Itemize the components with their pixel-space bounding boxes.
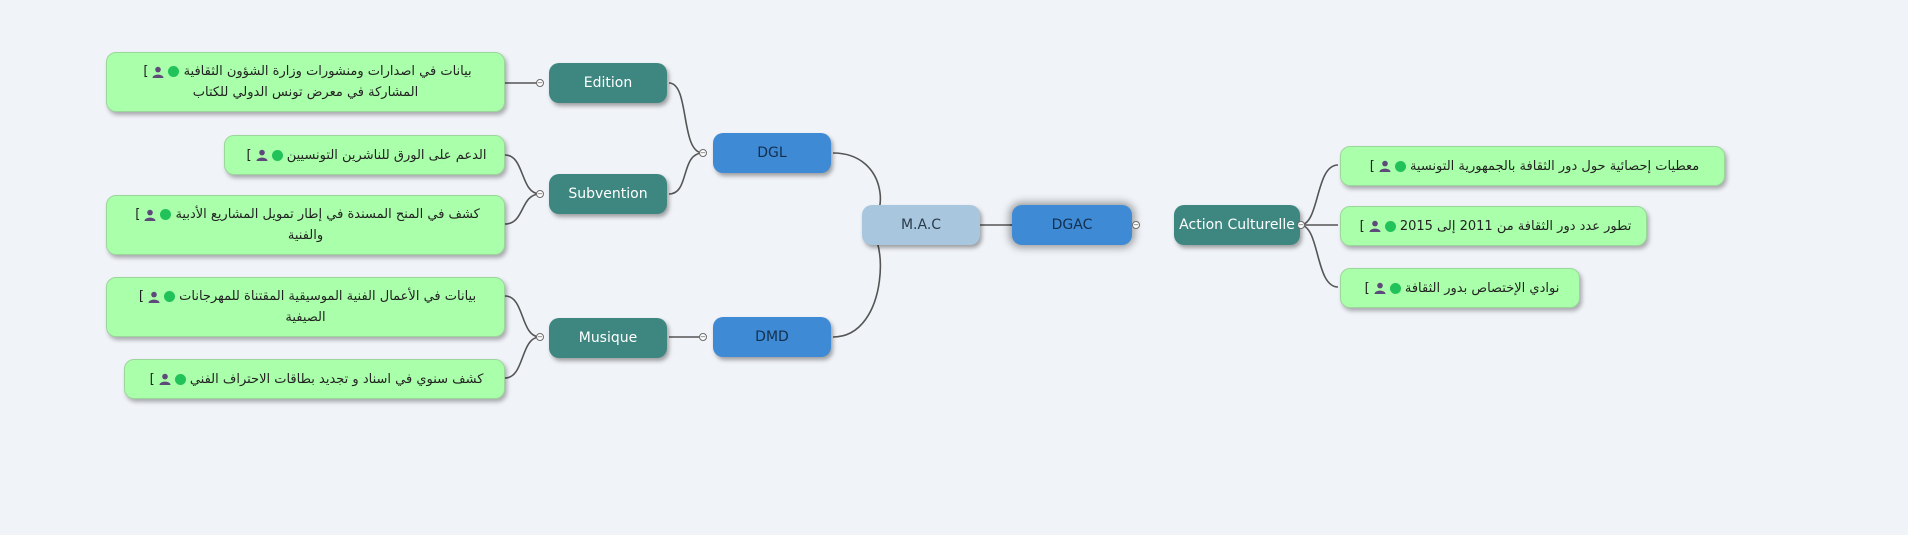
status-dot-icon (174, 373, 186, 385)
marker-bracket: [ (143, 64, 149, 79)
node-musique[interactable]: Musique (549, 318, 667, 358)
marker-bracket: [ (138, 289, 144, 304)
person-icon (256, 149, 268, 161)
marker-bracket: [ (246, 147, 252, 163)
central-node-dgac[interactable]: DGAC (1012, 205, 1132, 245)
leaf-action-2[interactable]: تطور عدد دور الثقافة من 2011 إلى 2015 [ (1340, 206, 1647, 246)
leaf-edition-1[interactable]: بيانات في اصدارات ومنشورات وزارة الشؤون … (106, 52, 505, 112)
leaf-text: كشف سنوي في اسناد و تجديد بطاقات الاحترا… (189, 371, 484, 387)
node-mac[interactable]: M.A.C (862, 205, 980, 245)
marker-bracket: [ (135, 207, 141, 222)
node-label: Musique (578, 330, 638, 346)
leaf-subvention-2[interactable]: كشف في المنح المسندة في إطار تمويل المشا… (106, 195, 505, 255)
leaf-subvention-1[interactable]: الدعم على الورق للناشرين التونسيين [ (224, 135, 505, 175)
node-label: M.A.C (900, 217, 942, 233)
node-label: Action Culturelle (1179, 217, 1295, 233)
leaf-text: بيانات في اصدارات ومنشورات وزارة الشؤون … (183, 64, 472, 79)
leaf-text: معطيات إحصائية حول دور الثقافة بالجمهوري… (1409, 158, 1700, 174)
marker-bracket: [ (1369, 158, 1375, 174)
node-label: DGAC (1051, 217, 1093, 233)
collapse-toggle-icon[interactable]: − (1297, 221, 1305, 229)
node-label: DGL (757, 145, 787, 161)
status-dot-icon (163, 291, 175, 302)
collapse-toggle-icon[interactable]: − (699, 149, 707, 157)
leaf-text: كشف في المنح المسندة في إطار تمويل المشا… (175, 207, 480, 222)
leaf-text: تطور عدد دور الثقافة من 2011 إلى 2015 (1399, 218, 1632, 234)
marker-bracket: [ (1364, 280, 1370, 296)
status-dot-icon (1389, 282, 1401, 294)
leaf-action-3[interactable]: نوادي الإختصاص بدور الثقافة [ (1340, 268, 1580, 308)
collapse-toggle-icon[interactable]: − (536, 190, 544, 198)
leaf-text-line2: المشاركة في معرض تونس الدولي للكتاب (192, 85, 419, 100)
node-dgl[interactable]: DGL (713, 133, 831, 173)
collapse-toggle-icon[interactable]: − (699, 333, 707, 341)
leaf-text-line2: الصيفية (285, 310, 326, 325)
node-subvention[interactable]: Subvention (549, 174, 667, 214)
collapse-toggle-icon[interactable]: − (536, 79, 544, 87)
collapse-toggle-icon[interactable]: − (1132, 221, 1140, 229)
node-label: Subvention (568, 186, 648, 202)
node-edition[interactable]: Edition (549, 63, 667, 103)
marker-bracket: [ (149, 371, 155, 387)
marker-bracket: [ (1359, 218, 1365, 234)
leaf-text-line2: والفنية (287, 228, 324, 243)
node-label: Edition (583, 75, 633, 91)
status-dot-icon (1384, 220, 1396, 232)
leaf-text: نوادي الإختصاص بدور الثقافة (1404, 280, 1560, 296)
leaf-action-1[interactable]: معطيات إحصائية حول دور الثقافة بالجمهوري… (1340, 146, 1725, 186)
status-dot-icon (160, 209, 172, 220)
status-dot-icon (168, 66, 180, 77)
person-icon (1379, 160, 1391, 172)
node-label: DMD (755, 329, 789, 345)
node-dmd[interactable]: DMD (713, 317, 831, 357)
person-icon (1374, 282, 1386, 294)
person-icon (159, 373, 171, 385)
status-dot-icon (271, 149, 283, 161)
person-icon (148, 291, 160, 303)
status-dot-icon (1394, 160, 1406, 172)
leaf-text: الدعم على الورق للناشرين التونسيين (286, 147, 487, 163)
person-icon (1369, 220, 1381, 232)
person-icon (144, 209, 156, 221)
leaf-musique-1[interactable]: بيانات في الأعمال الفنية الموسيقية المقت… (106, 277, 505, 337)
person-icon (152, 66, 164, 78)
node-action-culturelle[interactable]: Action Culturelle (1174, 205, 1300, 245)
leaf-musique-2[interactable]: كشف سنوي في اسناد و تجديد بطاقات الاحترا… (124, 359, 505, 399)
collapse-toggle-icon[interactable]: − (536, 333, 544, 341)
leaf-text: بيانات في الأعمال الفنية الموسيقية المقت… (179, 289, 477, 304)
